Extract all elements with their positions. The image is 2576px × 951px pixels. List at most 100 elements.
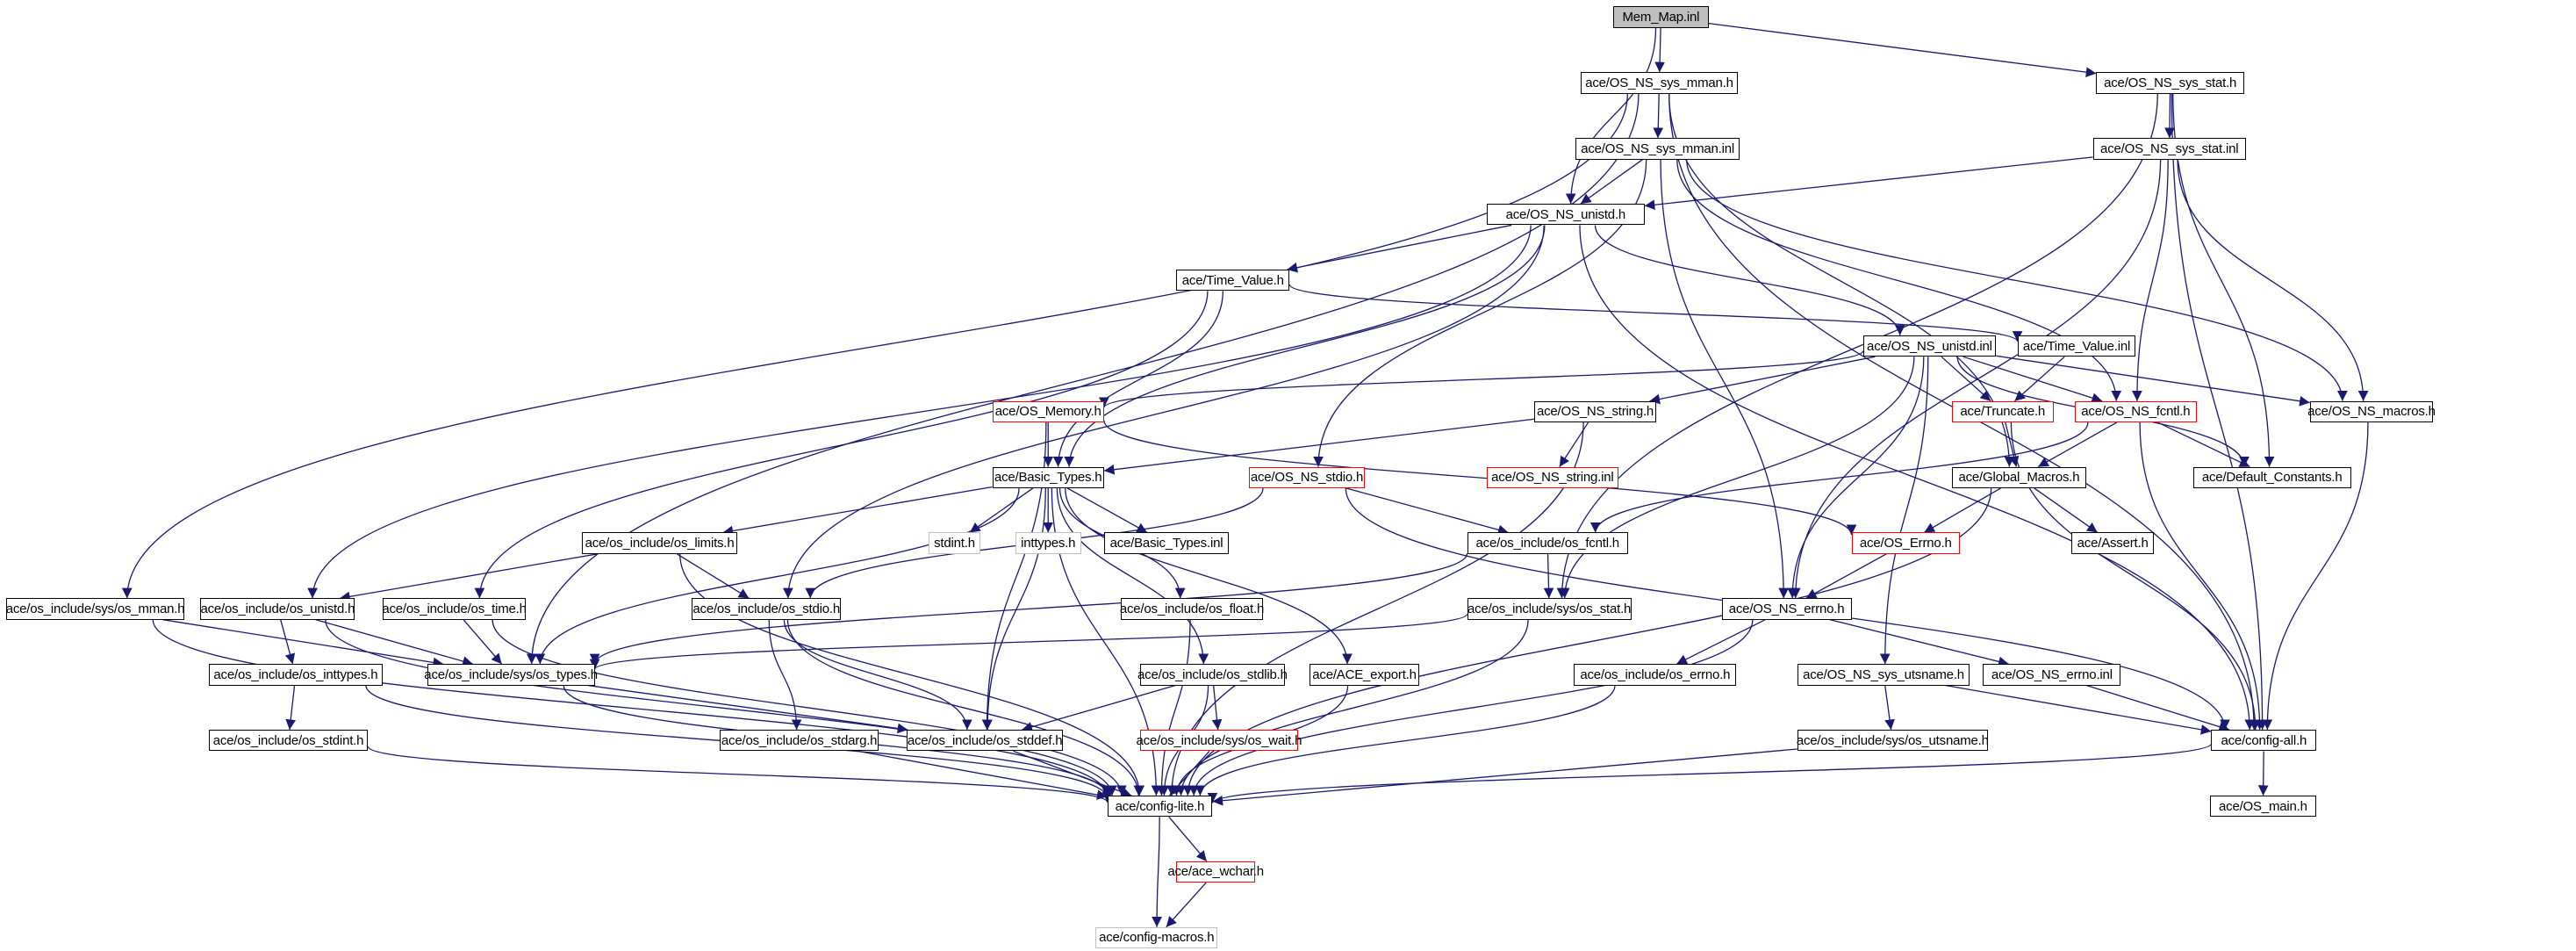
graph-node-sys-os-stat-h[interactable]: ace/os_include/sys/os_stat.h <box>1467 598 1632 620</box>
edge-os-ns-sys-utsname-h-to-config-all-h <box>1945 684 2212 735</box>
edge-os-ns-sys-mman-inl-to-os-ns-macros-h <box>1686 159 2348 401</box>
graph-node-config-lite-h[interactable]: ace/config-lite.h <box>1107 795 1213 818</box>
graph-node-mem-map-inl[interactable]: Mem_Map.inl <box>1613 6 1709 28</box>
graph-node-time-value-h[interactable]: ace/Time_Value.h <box>1176 269 1290 292</box>
graph-node-os-errno-h[interactable]: ace/os_include/os_errno.h <box>1574 664 1737 686</box>
edge-os-unistd-h-to-config-lite-h <box>325 619 1117 796</box>
edge-os-ns-sys-stat-h-to-sys-os-stat-h <box>1556 93 2158 599</box>
graph-node-os-ns-sys-stat-inl[interactable]: ace/OS_NS_sys_stat.inl <box>2092 138 2246 160</box>
graph-node-os-ns-fcntl-h[interactable]: ace/OS_NS_fcntl.h <box>2075 400 2197 423</box>
edge-os-ns-stdio-h-to-os-fcntl-h <box>1345 487 1509 536</box>
edge-mem-map-inl-to-os-ns-unistd-h <box>1565 27 1657 205</box>
graph-node-os-stdint-h[interactable]: ace/os_include/os_stdint.h <box>208 730 369 752</box>
edge-truncate-h-to-global-macros-h <box>2005 421 2020 467</box>
graph-node-sys-os-types-h[interactable]: ace/os_include/sys/os_types.h <box>424 664 598 686</box>
edge-os-ns-unistd-inl-to-os-ns-string-h <box>1649 356 1876 405</box>
edge-os-ns-unistd-h-to-time-value-h <box>1287 224 1512 273</box>
edge-os-ns-unistd-h-to-os-ns-unistd-inl <box>1594 225 1905 335</box>
graph-node-os-ns-sys-utsname-h[interactable]: ace/OS_NS_sys_utsname.h <box>1797 664 1970 686</box>
edge-os-stdlib-h-to-os-stddef-h <box>1022 684 1176 732</box>
graph-node-os-ns-string-h[interactable]: ace/OS_NS_string.h <box>1534 400 1656 423</box>
graph-node-os-ns-sys-mman-inl[interactable]: ace/OS_NS_sys_mman.inl <box>1575 138 1740 160</box>
graph-node-os-ns-sys-mman-h[interactable]: ace/OS_NS_sys_mman.h <box>1580 72 1739 94</box>
edge-os-ns-fcntl-h-to-config-all-h <box>2139 422 2265 731</box>
edge-time-value-h-to-basic-types-h <box>1052 291 1224 467</box>
graph-node-inttypes-h: inttypes.h <box>1015 532 1081 554</box>
edge-os-ns-sys-mman-inl-to-os-ns-unistd-h <box>1580 159 1643 205</box>
graph-node-basic-types-h[interactable]: ace/Basic_Types.h <box>992 466 1104 488</box>
edge-os-ns-fcntl-h-to-global-macros-h <box>2037 421 2118 468</box>
edge-os-ns-unistd-inl-to-os-ns-sys-utsname-h <box>1879 357 1929 665</box>
edge-os-errno-upper-h-to-os-ns-errno-h <box>1805 553 1887 599</box>
edge-config-lite-h-to-config-macros-h <box>1152 817 1162 927</box>
graph-node-os-unistd-h[interactable]: ace/os_include/os_unistd.h <box>200 598 355 620</box>
edge-os-ns-unistd-inl-to-truncate-h <box>1941 356 1991 402</box>
edge-os-ns-unistd-inl-to-os-ns-macros-h <box>1996 355 2310 407</box>
edge-os-fcntl-h-to-sys-os-stat-h <box>1543 553 1554 599</box>
graph-node-os-stdarg-h[interactable]: ace/os_include/os_stdarg.h <box>719 730 879 752</box>
edge-os-ns-sys-stat-inl-to-os-ns-fcntl-h <box>2132 159 2169 401</box>
edge-os-ns-sys-stat-h-to-os-ns-sys-stat-inl <box>2164 93 2175 139</box>
graph-node-os-ns-macros-h[interactable]: ace/OS_NS_macros.h <box>2307 400 2436 423</box>
graph-node-config-all-h[interactable]: ace/config-all.h <box>2211 730 2317 752</box>
edge-os-stdarg-h-to-config-lite-h <box>857 750 1108 800</box>
graph-node-global-macros-h[interactable]: ace/Global_Macros.h <box>1951 466 2087 488</box>
edge-os-ns-sys-mman-inl-to-os-ns-errno-h <box>1660 159 1790 599</box>
graph-node-os-errno-upper-h[interactable]: ace/OS_Errno.h <box>1851 532 1961 554</box>
edge-config-lite-h-to-ace-wchar-h <box>1168 816 1208 862</box>
edge-os-ns-errno-h-to-os-errno-h <box>1675 619 1766 665</box>
graph-node-os-float-h[interactable]: ace/os_include/os_float.h <box>1120 598 1264 620</box>
graph-node-os-ns-string-inl[interactable]: ace/OS_NS_string.inl <box>1486 466 1618 488</box>
graph-node-sys-os-mman-h[interactable]: ace/os_include/sys/os_mman.h <box>6 598 185 620</box>
edge-sys-os-utsname-h-to-config-lite-h <box>1212 748 1797 806</box>
graph-node-sys-os-utsname-h[interactable]: ace/os_include/sys/os_utsname.h <box>1797 730 1989 752</box>
graph-node-os-stdlib-h[interactable]: ace/os_include/os_stdlib.h <box>1137 664 1288 686</box>
edge-os-ns-string-h-to-config-lite-h <box>1166 422 1584 796</box>
edge-basic-types-h-to-ace-export-h <box>1065 487 1353 665</box>
edge-os-ns-macros-h-to-config-all-h <box>2262 422 2369 731</box>
graph-node-os-ns-unistd-h[interactable]: ace/OS_NS_unistd.h <box>1486 204 1645 226</box>
edge-os-ns-string-h-to-basic-types-h <box>1103 418 1535 475</box>
edge-os-limits-h-to-config-lite-h <box>679 553 1145 796</box>
graph-node-os-inttypes-h[interactable]: ace/os_include/os_inttypes.h <box>208 664 384 686</box>
graph-node-os-time-h[interactable]: ace/os_include/os_time.h <box>382 598 527 620</box>
edge-basic-types-h-to-sys-os-types-h <box>535 487 1020 665</box>
edge-mem-map-inl-to-os-ns-sys-stat-h <box>1708 23 2097 77</box>
graph-node-os-stdio-h[interactable]: ace/os_include/os_stdio.h <box>692 598 842 620</box>
edge-os-ns-sys-stat-h-to-config-all-h <box>2171 93 2268 731</box>
edge-os-stdlib-h-to-sys-os-wait-h <box>1211 685 1223 731</box>
graph-node-os-ns-errno-h[interactable]: ace/OS_NS_errno.h <box>1721 598 1852 620</box>
graph-node-os-main-h[interactable]: ace/OS_main.h <box>2209 795 2317 818</box>
edge-mem-map-inl-to-os-ns-sys-mman-h <box>1654 27 1665 73</box>
graph-node-time-value-inl[interactable]: ace/Time_Value.inl <box>2017 335 2136 357</box>
edge-os-unistd-h-to-sys-os-types-h <box>315 619 474 666</box>
graph-node-ace-wchar-h[interactable]: ace/ace_wchar.h <box>1167 861 1264 883</box>
graph-node-os-ns-stdio-h[interactable]: ace/OS_NS_stdio.h <box>1248 466 1366 488</box>
graph-node-default-constants-h[interactable]: ace/Default_Constants.h <box>2192 466 2351 488</box>
edge-os-stdio-h-to-config-lite-h <box>786 619 1144 796</box>
graph-node-os-ns-errno-inl[interactable]: ace/OS_NS_errno.inl <box>1983 664 2121 686</box>
edge-os-ns-sys-mman-h-to-sys-os-mman-h <box>121 93 1628 599</box>
graph-node-os-memory-h[interactable]: ace/OS_Memory.h <box>992 400 1104 423</box>
edge-basic-types-h-to-os-stddef-h <box>982 487 1046 731</box>
graph-node-os-fcntl-h[interactable]: ace/os_include/os_fcntl.h <box>1467 532 1628 554</box>
graph-node-truncate-h[interactable]: ace/Truncate.h <box>1951 400 2054 423</box>
edge-os-ns-unistd-inl-to-os-memory-h <box>1099 350 1864 408</box>
edge-os-ns-unistd-h-to-basic-types-h <box>1064 225 1546 467</box>
edge-os-errno-h-to-config-lite-h <box>1195 685 1616 796</box>
graph-node-basic-types-inl[interactable]: ace/Basic_Types.inl <box>1103 532 1230 554</box>
edge-os-ns-fcntl-h-to-default-constants-h <box>2157 421 2250 468</box>
graph-node-sys-os-wait-h[interactable]: ace/os_include/sys/os_wait.h <box>1137 730 1302 752</box>
graph-node-os-stddef-h[interactable]: ace/os_include/os_stddef.h <box>907 730 1064 752</box>
graph-node-os-limits-h[interactable]: ace/os_include/os_limits.h <box>581 532 738 554</box>
edge-basic-types-h-to-os-limits-h <box>722 486 993 537</box>
graph-node-os-ns-sys-stat-h[interactable]: ace/OS_NS_sys_stat.h <box>2096 72 2244 94</box>
edge-basic-types-h-to-stdint-h <box>969 487 1034 533</box>
edge-os-stdio-h-to-os-stdarg-h <box>768 619 802 731</box>
graph-node-assert-h[interactable]: ace/Assert.h <box>2071 532 2154 554</box>
graph-node-ace-export-h[interactable]: ace/ACE_export.h <box>1309 664 1420 686</box>
edge-os-ns-errno-inl-to-config-all-h <box>2085 684 2230 732</box>
graph-node-os-ns-unistd-inl[interactable]: ace/OS_NS_unistd.inl <box>1862 335 1997 357</box>
edge-time-value-h-to-os-time-h <box>474 291 1209 599</box>
